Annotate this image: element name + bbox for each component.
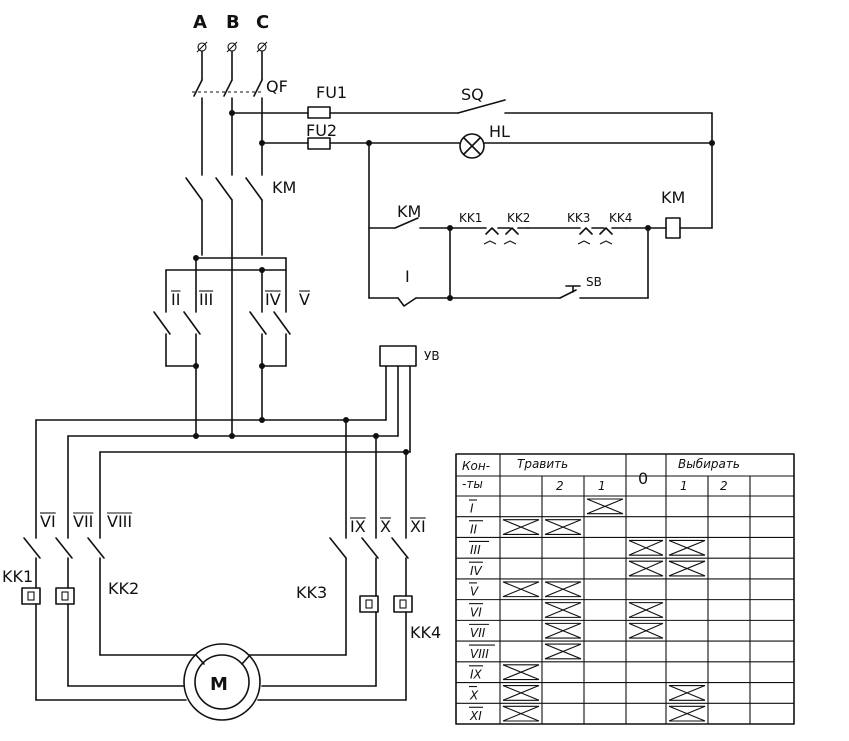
sb-label: SB — [586, 275, 602, 289]
table-row-label: VI — [470, 605, 482, 619]
contact-viii-label: VIII — [107, 512, 132, 531]
fu1-label: FU1 — [316, 83, 347, 102]
hl-label: HL — [489, 122, 510, 141]
sq-label: SQ — [461, 85, 484, 104]
kk4-heater-label: KK4 — [410, 623, 441, 642]
contact-labels-bottom: VI VII VIII IX X XI — [40, 512, 426, 536]
contact-v-label: V — [299, 290, 310, 309]
table-closed-mark — [502, 664, 540, 681]
contact-vi-label: VI — [40, 512, 56, 531]
table-row-label: III — [470, 543, 481, 557]
qf-label: QF — [266, 77, 288, 96]
table-row-label: IX — [470, 668, 483, 682]
table-row-label: VII — [470, 626, 486, 640]
table-closed-mark — [544, 622, 582, 639]
table-closed-mark — [502, 581, 540, 598]
table-header-left: Травить — [517, 457, 568, 471]
table-row-label: I — [470, 502, 474, 516]
table-row-label: IV — [470, 564, 483, 578]
table-closed-mark — [628, 622, 664, 639]
table-closed-mark — [668, 705, 706, 722]
motor-label: М — [210, 674, 228, 695]
table-header-contacts: Кон- — [462, 459, 490, 473]
contact-xi-label: XI — [410, 517, 426, 536]
controller-table: Кон- -ты Травить 0 Выбирать 2 1 1 2 IIII… — [455, 453, 795, 725]
table-closed-mark — [502, 685, 540, 701]
table-closed-mark — [668, 685, 706, 701]
kk4-thermal-label: KK4 — [609, 211, 632, 225]
heater-labels: KK1 KK2 KK3 KK4 — [2, 567, 441, 642]
yb-label: УВ — [424, 349, 440, 363]
contact-labels-top: II III IV V — [171, 290, 310, 309]
kk3-heater-label: KK3 — [296, 583, 327, 602]
phase-label-b: B — [226, 12, 240, 33]
table-closed-mark — [668, 560, 706, 577]
kk3-thermal-label: KK3 — [567, 211, 590, 225]
table-sub-right-0: 1 — [680, 479, 688, 493]
table-closed-mark — [544, 643, 582, 660]
fu2-label: FU2 — [306, 121, 337, 140]
table-closed-mark — [668, 539, 706, 556]
table-header-contacts-2: -ты — [462, 477, 483, 491]
brake-magnet — [379, 345, 417, 453]
contact-iii-label: III — [199, 290, 213, 309]
table-sub-left-0: 2 — [556, 479, 564, 493]
table-header-right: Выбирать — [678, 457, 740, 471]
control-circuit — [229, 99, 715, 307]
kk2-thermal-label: KK2 — [507, 211, 530, 225]
table-closed-mark — [502, 705, 540, 722]
phase-lines — [185, 50, 263, 256]
km-contact-label: KM — [397, 202, 421, 221]
table-closed-mark — [502, 519, 540, 535]
contact-x-label: X — [380, 517, 391, 536]
contact-block-top — [153, 254, 291, 437]
hold-contact-label: I — [405, 267, 410, 286]
contact-ii-label: II — [171, 290, 180, 309]
table-closed-mark — [628, 539, 664, 556]
phase-label-a: A — [193, 12, 207, 33]
table-closed-mark — [544, 519, 582, 535]
table-sub-left-1: 1 — [598, 479, 606, 493]
contact-ix-label: IX — [350, 517, 366, 536]
rotor-circuit — [21, 417, 413, 721]
kk2-heater-label: KK2 — [108, 579, 139, 598]
table-closed-mark — [628, 602, 664, 618]
kk1-heater-label: KK1 — [2, 567, 33, 586]
table-row-label: VIII — [470, 647, 489, 661]
contact-vii-label: VII — [73, 512, 93, 531]
table-closed-mark — [544, 581, 582, 598]
table-row-label: V — [470, 585, 479, 599]
table-sub-right-1: 2 — [720, 479, 728, 493]
table-row-label: II — [470, 522, 478, 536]
table-header-zero: 0 — [638, 469, 648, 488]
table-closed-mark — [628, 560, 664, 577]
kk1-thermal-label: KK1 — [459, 211, 482, 225]
table-row-label: XI — [469, 709, 482, 723]
table-closed-mark — [544, 602, 582, 618]
table-closed-mark — [586, 498, 624, 515]
phase-label-c: C — [256, 12, 269, 33]
contact-iv-label: IV — [265, 290, 281, 309]
km-coil-label: KM — [661, 188, 685, 207]
km-main-label: KM — [272, 178, 296, 197]
table-row-label: X — [469, 688, 479, 702]
